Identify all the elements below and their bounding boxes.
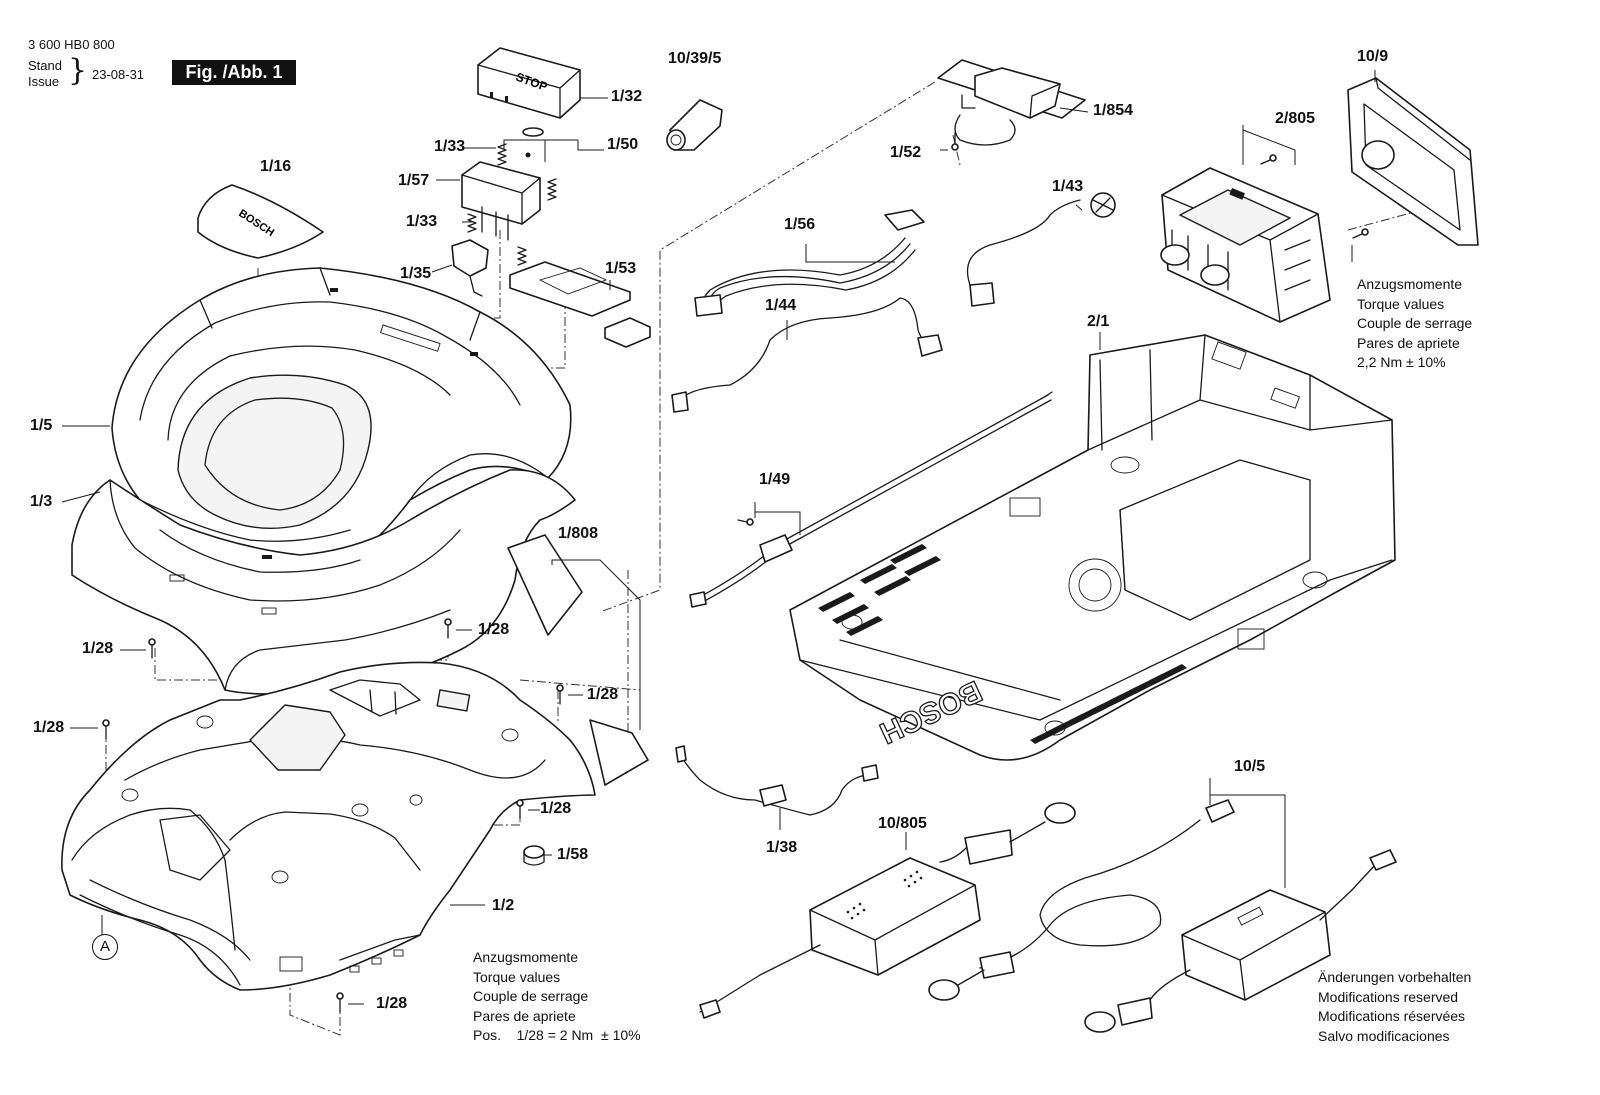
label-1-28-a: 1/28 bbox=[82, 640, 114, 657]
torque-right-line-1: Anzugsmomente bbox=[1357, 276, 1463, 292]
display-panel-part bbox=[509, 261, 651, 348]
modifications-line-2: Modifications reserved bbox=[1318, 988, 1459, 1005]
label-1-5: 1/5 bbox=[30, 417, 53, 434]
label-1-50: 1/50 bbox=[607, 136, 639, 153]
torque-bottom-line-3: Couple de serrage bbox=[473, 988, 589, 1004]
modifications-line-4: Salvo modificaciones bbox=[1318, 1027, 1450, 1044]
label-1-33-top: 1/33 bbox=[434, 138, 466, 155]
leader-lines bbox=[61, 70, 1376, 1005]
middle-shell-part bbox=[71, 469, 576, 695]
label-1-28-b: 1/28 bbox=[478, 621, 510, 638]
torque-note-right: Anzugsmomente Torque values Couple de se… bbox=[1357, 275, 1472, 373]
label-1-58: 1/58 bbox=[557, 846, 589, 863]
part-number: 3 600 HB0 800 bbox=[28, 37, 115, 52]
bracket-part-10-9 bbox=[1347, 77, 1479, 246]
label-1-2: 1/2 bbox=[492, 897, 515, 914]
label-2-805: 2/805 bbox=[1275, 110, 1316, 127]
label-10-39-5: 10/39/5 bbox=[668, 50, 722, 67]
stop-button-part: STOP bbox=[477, 47, 581, 119]
label-1-28-c: 1/28 bbox=[587, 686, 619, 703]
chassis-part bbox=[61, 661, 596, 991]
screws bbox=[102, 132, 1369, 1013]
torque-note-bottom: Anzugsmomente Torque values Couple de se… bbox=[473, 948, 641, 1046]
label-2-1: 2/1 bbox=[1087, 313, 1110, 330]
stop-bracket-part bbox=[461, 161, 541, 241]
issue-date: 23-08-31 bbox=[92, 67, 145, 82]
cable-part-1-56 bbox=[694, 209, 925, 317]
film-part bbox=[507, 534, 649, 786]
label-1-57: 1/57 bbox=[398, 172, 430, 189]
torque-bottom-line-4: Pares de apriete bbox=[473, 1007, 576, 1024]
cable-part-1-38 bbox=[675, 745, 879, 816]
label-1-56: 1/56 bbox=[784, 216, 816, 233]
brace-glyph: } bbox=[68, 53, 88, 88]
label-1-28-f: 1/28 bbox=[376, 995, 408, 1012]
label-1-32: 1/32 bbox=[611, 88, 643, 105]
torque-bottom-line-1: Anzugsmomente bbox=[473, 949, 579, 965]
cable-part-1-44 bbox=[671, 297, 943, 413]
power-supply-part-10-805 bbox=[699, 802, 1076, 1019]
modifications-note: Änderungen vorbehalten Modifications res… bbox=[1318, 968, 1471, 1046]
torque-right-line-3: Couple de serrage bbox=[1357, 315, 1473, 331]
issue-label: Issue bbox=[28, 74, 60, 89]
torque-right-line-2: Torque values bbox=[1357, 295, 1445, 312]
label-1-49: 1/49 bbox=[759, 471, 791, 488]
torque-bottom-line-2: Torque values bbox=[473, 968, 561, 985]
logo-badge-part: BOSCH bbox=[197, 184, 324, 259]
cable-part-1-43 bbox=[966, 192, 1116, 307]
label-1-28-e: 1/28 bbox=[540, 800, 572, 817]
label-1-35: 1/35 bbox=[400, 265, 432, 282]
docking-base-part: BOSCH bbox=[789, 334, 1396, 761]
label-10-9: 10/9 bbox=[1357, 48, 1389, 65]
label-1-53: 1/53 bbox=[605, 260, 637, 277]
pcb-part-1-854 bbox=[937, 59, 1086, 146]
label-1-3: 1/3 bbox=[30, 493, 53, 510]
detail-marker-a: A bbox=[92, 934, 118, 960]
charging-adapter-part-10-5 bbox=[928, 799, 1397, 1033]
switch-part-10-39-5 bbox=[666, 99, 723, 151]
modifications-line-3: Modifications réservées bbox=[1318, 1008, 1466, 1024]
label-1-43: 1/43 bbox=[1052, 178, 1084, 195]
label-10-805: 10/805 bbox=[878, 815, 927, 832]
stand-label: Stand bbox=[28, 58, 62, 73]
label-1-854: 1/854 bbox=[1093, 102, 1134, 119]
springs-and-washer bbox=[467, 127, 557, 266]
clip-part bbox=[451, 239, 489, 297]
cable-part-1-49 bbox=[689, 391, 1053, 608]
torque-right-line-4: Pares de apriete bbox=[1357, 334, 1460, 351]
label-1-33-bottom: 1/33 bbox=[406, 213, 438, 230]
torque-right-line-5: 2,2 Nm ± 10% bbox=[1357, 354, 1446, 370]
modifications-line-1: Änderungen vorbehalten bbox=[1318, 969, 1472, 985]
label-1-38: 1/38 bbox=[766, 839, 798, 856]
terminal-block-part-2-805 bbox=[1160, 167, 1331, 323]
power-supply-vent-dots bbox=[846, 870, 923, 920]
label-1-28-d: 1/28 bbox=[33, 719, 65, 736]
figure-badge: Fig. /Abb. 1 bbox=[172, 60, 296, 85]
label-1-52: 1/52 bbox=[890, 144, 922, 161]
label-1-808: 1/808 bbox=[558, 525, 599, 542]
torque-bottom-line-5: Pos. 1/28 = 2 Nm ± 10% bbox=[473, 1027, 641, 1043]
base-vent-slots bbox=[818, 544, 1187, 744]
label-1-44: 1/44 bbox=[765, 297, 797, 314]
label-1-16: 1/16 bbox=[260, 158, 292, 175]
label-10-5: 10/5 bbox=[1234, 758, 1266, 775]
